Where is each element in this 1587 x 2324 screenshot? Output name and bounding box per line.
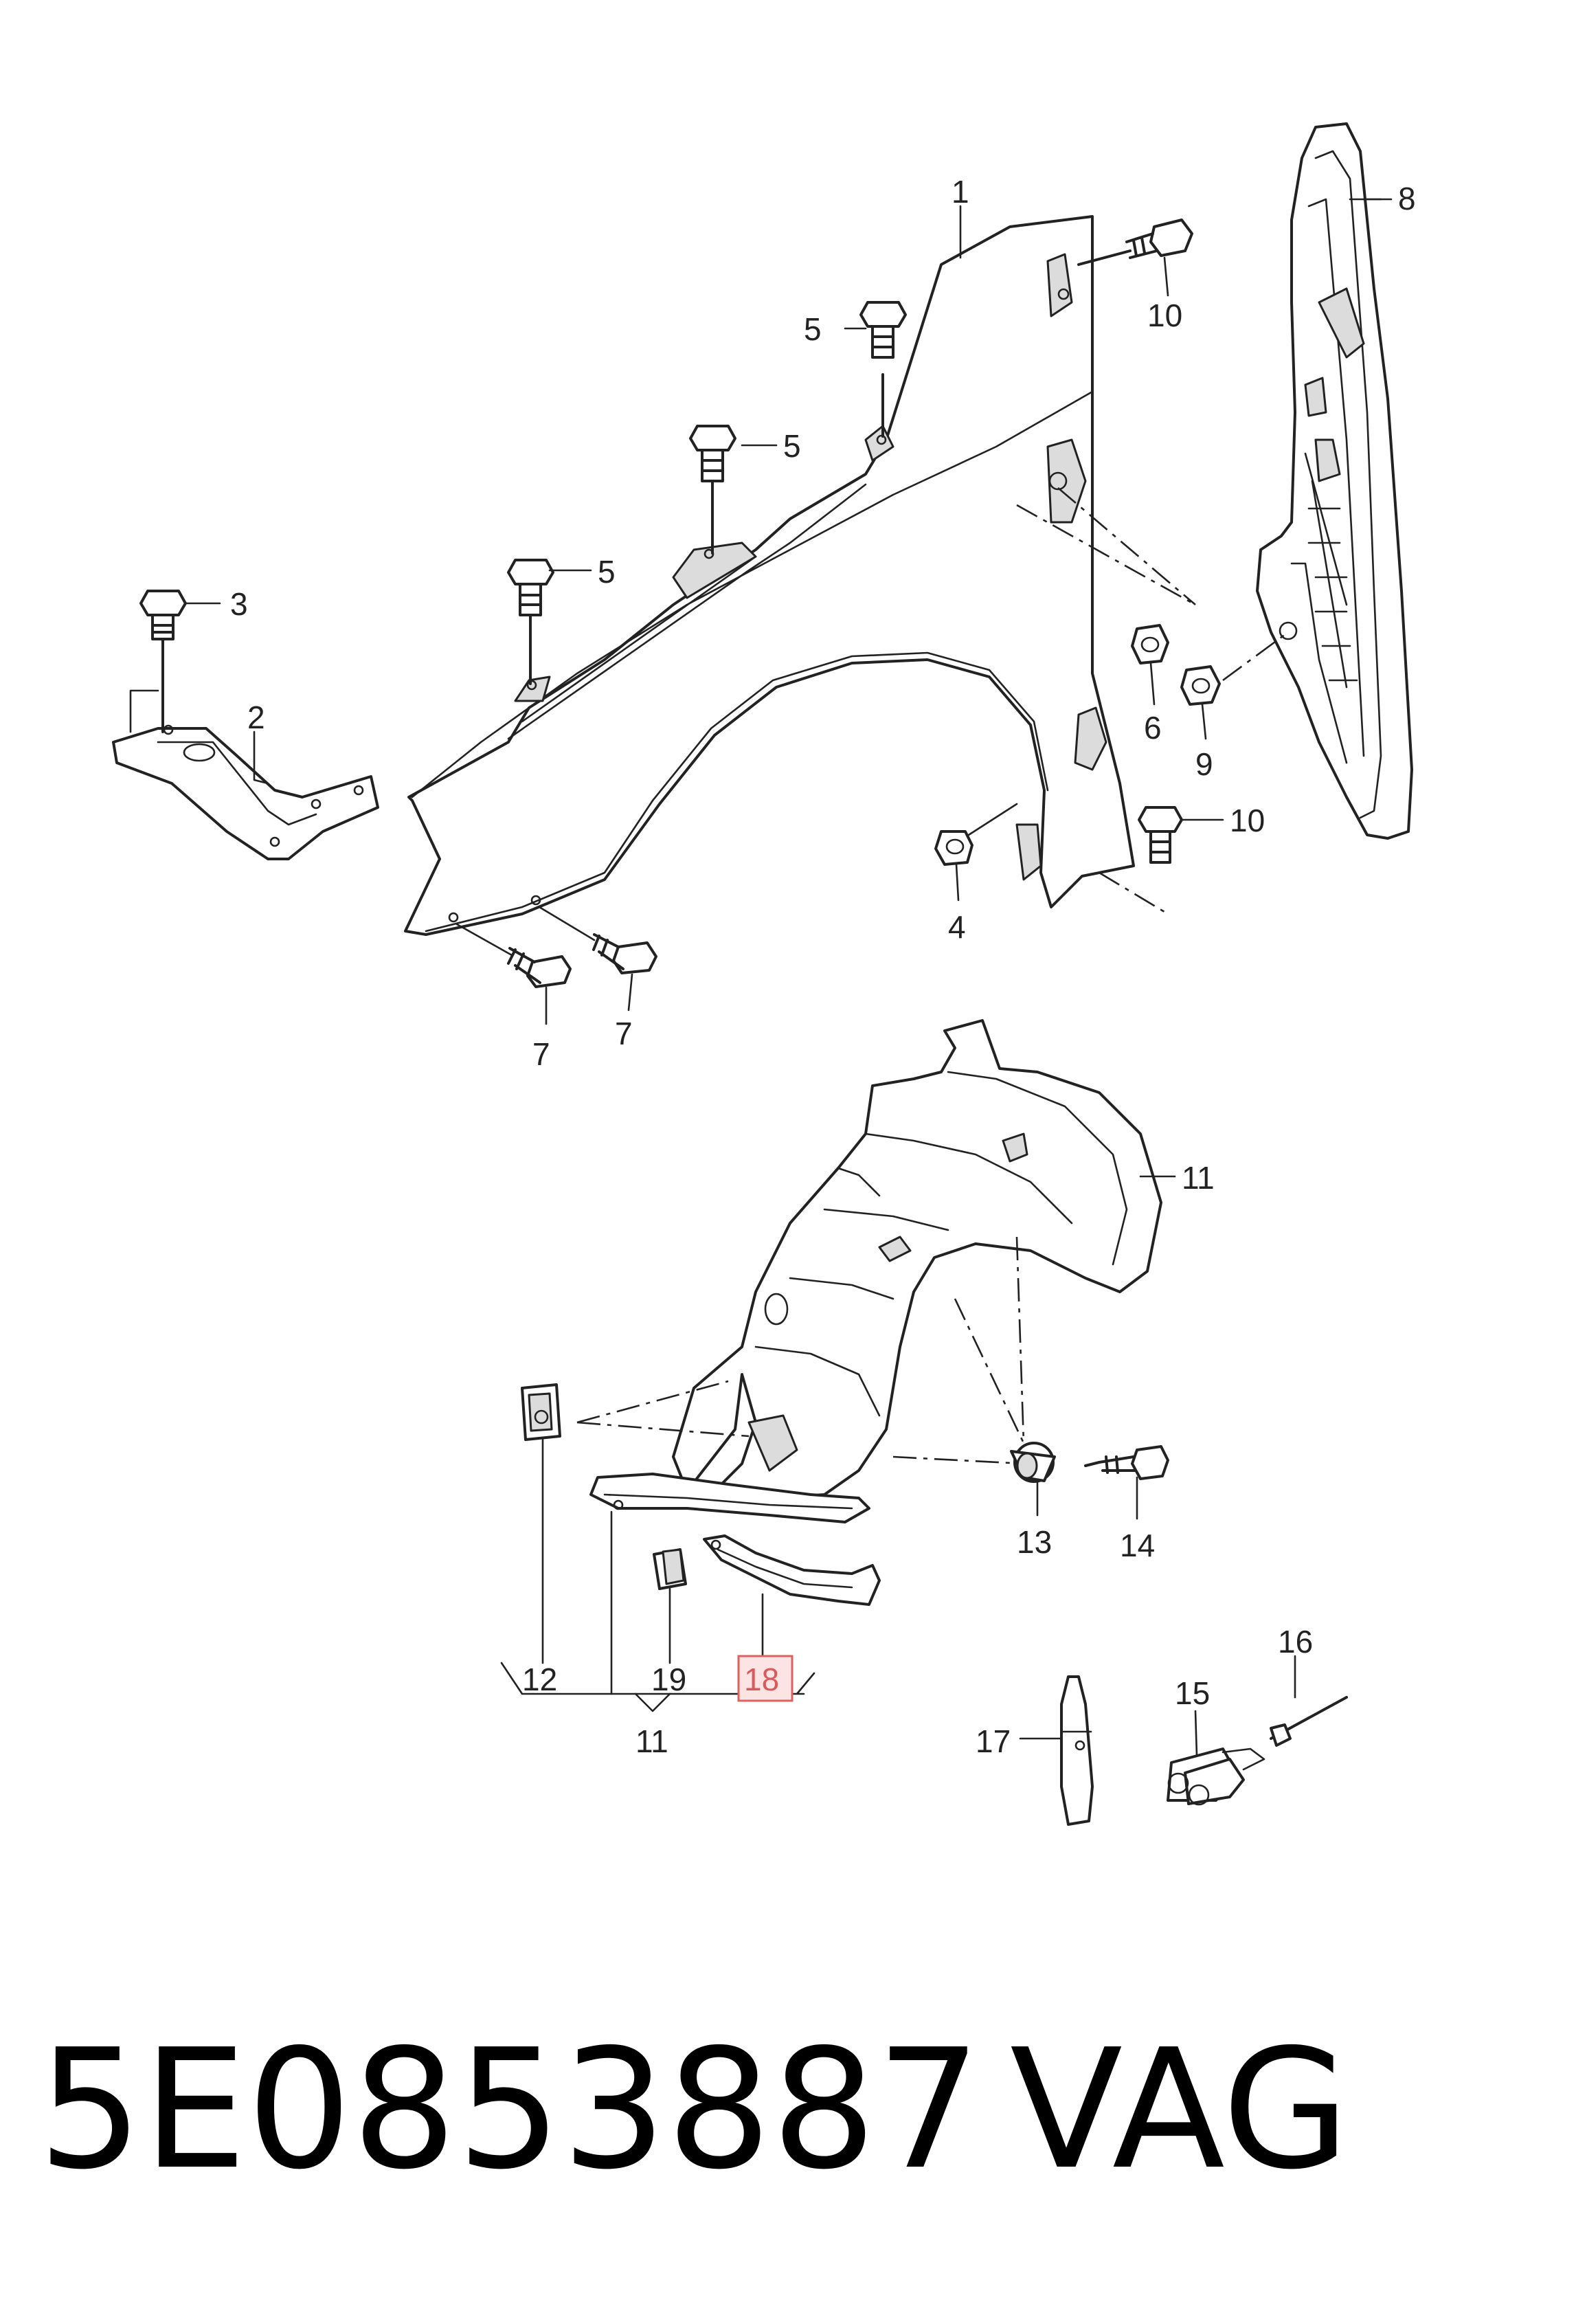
callout-9: 9 (1195, 746, 1213, 782)
callout-19: 19 (651, 1662, 686, 1697)
front-fender (404, 215, 1196, 936)
nut-6 (1131, 624, 1169, 664)
fender-side-seal (1222, 122, 1413, 840)
callout-7: 7 (532, 1036, 550, 1072)
callout-5: 5 (783, 428, 801, 464)
callout-4: 4 (948, 909, 966, 945)
callout-12: 12 (522, 1662, 557, 1697)
callout-5: 5 (598, 554, 616, 590)
pad-19 (653, 1548, 687, 1590)
callout-5: 5 (804, 311, 822, 347)
rivet-nut-13 (1010, 1442, 1056, 1483)
bolt-5-middle (689, 425, 736, 555)
callout-2: 2 (247, 700, 265, 735)
bolt-10-upper (1077, 219, 1193, 266)
callout-3: 3 (230, 586, 248, 622)
callout-11: 11 (1182, 1160, 1215, 1196)
callout-labels: 1 2 3 4 5 5 5 6 7 7 8 9 10 10 11 11 12 1… (230, 174, 1416, 1759)
bolt-7-right (538, 906, 657, 974)
callout-16: 16 (1278, 1624, 1313, 1660)
pin-16 (1270, 1696, 1348, 1747)
callout-13: 13 (1017, 1524, 1052, 1560)
callout-15: 15 (1175, 1675, 1210, 1711)
callout-17: 17 (976, 1723, 1011, 1759)
clip-nut-4 (934, 803, 1018, 866)
wheel-housing-liner (576, 1019, 1162, 1523)
highlight-box (737, 1655, 794, 1702)
part-number: 5E0853887 (38, 2013, 982, 2206)
bolt-5-upper (859, 301, 907, 438)
callout-8: 8 (1398, 181, 1416, 216)
callout-10: 10 (1230, 803, 1265, 838)
callout-18-highlighted: 18 (737, 1655, 794, 1702)
repair-kit-15 (1167, 1747, 1265, 1806)
nut-9 (1180, 665, 1221, 706)
callout-14: 14 (1120, 1528, 1155, 1563)
bracket-18 (703, 1534, 881, 1606)
callout-1: 1 (952, 174, 969, 210)
bolt-3 (139, 590, 187, 733)
bolt-7-left (455, 923, 572, 988)
callout-11: 11 (635, 1723, 668, 1759)
clip-12 (521, 1383, 561, 1441)
leader-lines (184, 198, 1393, 1757)
bolt-10-lower (1138, 806, 1183, 864)
callout-6: 6 (1144, 710, 1162, 746)
callout-18: 18 (744, 1662, 779, 1697)
fender-bracket (112, 689, 379, 860)
bolt-5-lower (507, 559, 554, 685)
callout-7: 7 (615, 1016, 633, 1051)
sealant-tube-17 (1060, 1675, 1094, 1826)
screw-14 (1084, 1445, 1169, 1480)
brand-name: VAG (1010, 2013, 1350, 2206)
callout-10: 10 (1147, 298, 1182, 333)
